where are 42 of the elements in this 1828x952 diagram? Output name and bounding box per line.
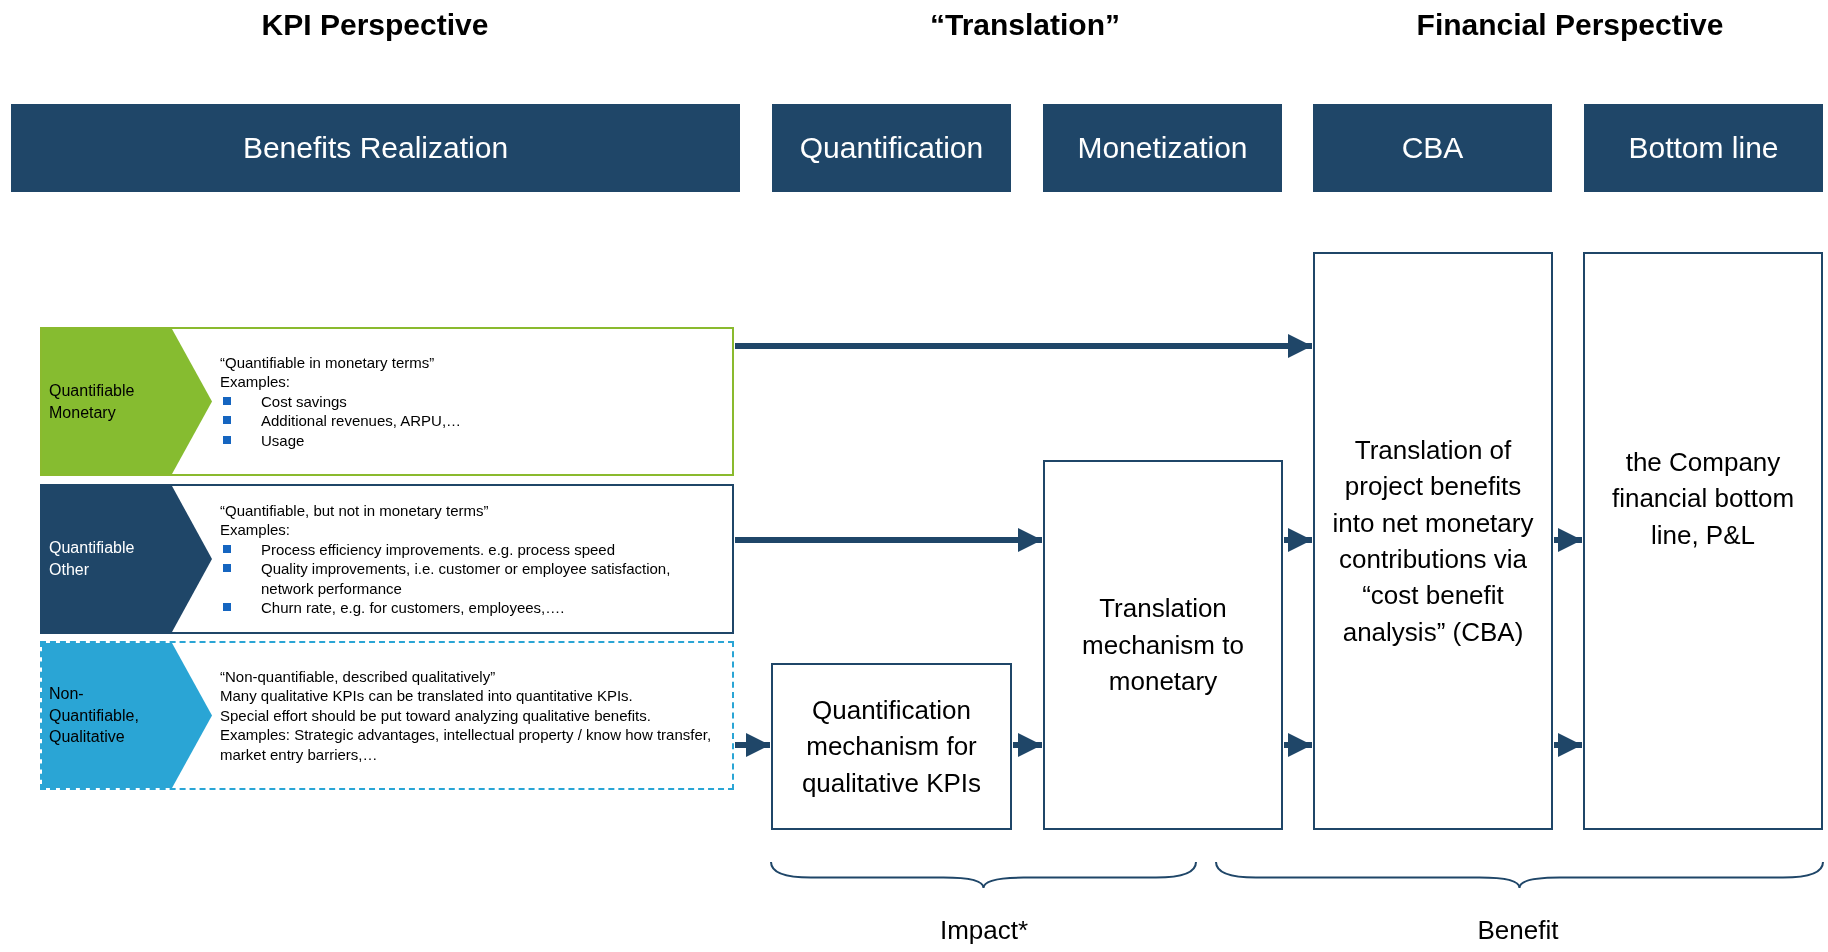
- body-text: Many qualitative KPIs can be translated into quantitative KPIs.: [220, 686, 634, 706]
- chevron-label: Non-Quantifiable, Qualitative: [42, 643, 212, 788]
- header-bar: Bottom line: [1584, 104, 1823, 192]
- bullet-text: Churn rate, e.g. for customers, employees,….: [261, 598, 565, 618]
- quote-text: “Non-quantifiable, described qualitatively”: [220, 666, 497, 687]
- brace-label: Impact*: [938, 915, 1030, 946]
- arrow: [1554, 733, 1582, 757]
- header-bar: Benefits Realization: [11, 104, 740, 192]
- quote-text: “Quantifiable, but not in monetary terms”: [220, 500, 490, 520]
- bullet-text: Usage: [261, 430, 305, 451]
- body-text: Examples:: [220, 520, 292, 540]
- process-box: the Company financial bottom line, P&L: [1583, 252, 1823, 830]
- brace-label: Benefit: [1476, 915, 1560, 946]
- arrow: [735, 528, 1042, 552]
- process-box: Translation mechanism to monetary: [1043, 460, 1283, 830]
- chevron-label: Quantifiable Other: [42, 486, 212, 632]
- category-panel: [40, 327, 734, 476]
- bullet-text: Process efficiency improvements. e.g. process speed: [261, 539, 616, 559]
- column-heading: “Translation”: [928, 8, 1121, 42]
- arrow: [1554, 528, 1582, 552]
- body-text: Examples: Strategic advantages, intellectual property / know how transfer, market entry barriers,…: [220, 725, 713, 765]
- bullet-text: Cost savings: [261, 391, 347, 412]
- body-text: Special effort should be put toward analyzing qualitative benefits.: [220, 705, 652, 726]
- column-heading: KPI Perspective: [260, 8, 490, 42]
- process-box: Translation of project benefits into net monetary contributions via “cost benefit analysis” (CBA): [1313, 252, 1553, 830]
- arrow: [1284, 528, 1312, 552]
- header-bar: Monetization: [1043, 104, 1282, 192]
- arrow: [735, 334, 1312, 358]
- header-bar: Quantification: [772, 104, 1011, 192]
- process-box: Quantification mechanism for qualitative KPIs: [771, 663, 1012, 830]
- arrow: [1284, 733, 1312, 757]
- category-panel: [40, 641, 734, 790]
- arrow: [1013, 733, 1042, 757]
- body-text: Examples:: [220, 372, 292, 392]
- category-panel: [40, 484, 734, 634]
- arrow: [735, 733, 770, 757]
- quote-text: “Quantifiable in monetary terms”: [220, 352, 436, 373]
- bullet-text: Additional revenues, ARPU,…: [261, 411, 462, 431]
- bullet-text: Quality improvements, i.e. customer or employee satisfaction, network performance: [261, 559, 672, 598]
- column-heading: Financial Perspective: [1415, 8, 1725, 42]
- header-bar: CBA: [1313, 104, 1552, 192]
- chevron-label: Quantifiable Monetary: [42, 329, 212, 474]
